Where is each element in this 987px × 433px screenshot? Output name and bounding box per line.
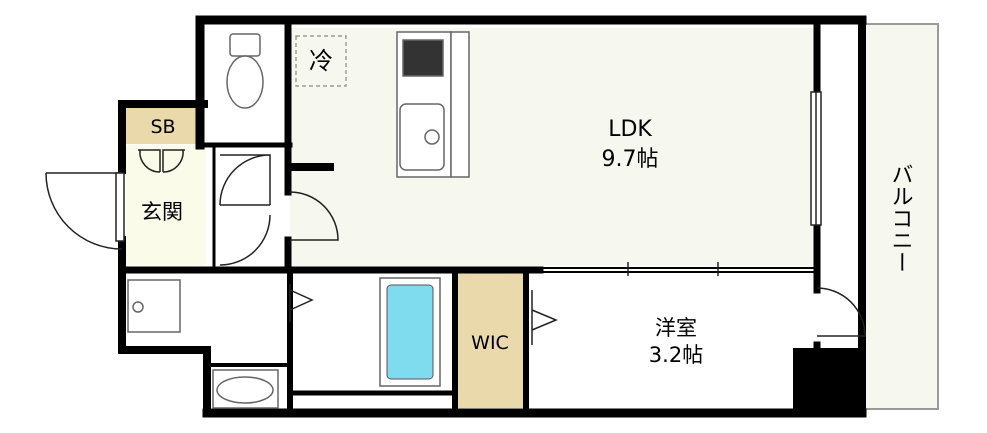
- shoe-box-label: SB: [150, 116, 175, 138]
- wic-label: WIC: [471, 332, 509, 354]
- western-room-size-label: 3.2帖: [649, 343, 703, 367]
- ldk-floor: [290, 28, 817, 266]
- wic-floor: [455, 272, 525, 408]
- doors: [45, 91, 866, 345]
- washing-machine-space: [127, 279, 181, 333]
- walls: [118, 15, 867, 418]
- western-room-name-label: 洋室: [655, 316, 697, 340]
- refrigerator-label: 冷: [309, 47, 333, 75]
- shoe-box-floor: [126, 108, 200, 144]
- kitchen-counter: [396, 31, 470, 178]
- entrance-label: 玄関: [141, 200, 183, 224]
- balcony-label: バルコニー: [888, 163, 913, 273]
- structural-column: [793, 348, 862, 413]
- entrance-floor: [126, 145, 206, 265]
- ldk-name-label: LDK: [608, 117, 652, 142]
- ldk-size-label: 9.7帖: [602, 147, 659, 172]
- wash-basin: [212, 369, 279, 409]
- bathtub: [379, 277, 441, 387]
- toilet-fixture: [226, 33, 264, 109]
- refrigerator-space: [295, 35, 347, 87]
- balcony-floor: [861, 23, 939, 410]
